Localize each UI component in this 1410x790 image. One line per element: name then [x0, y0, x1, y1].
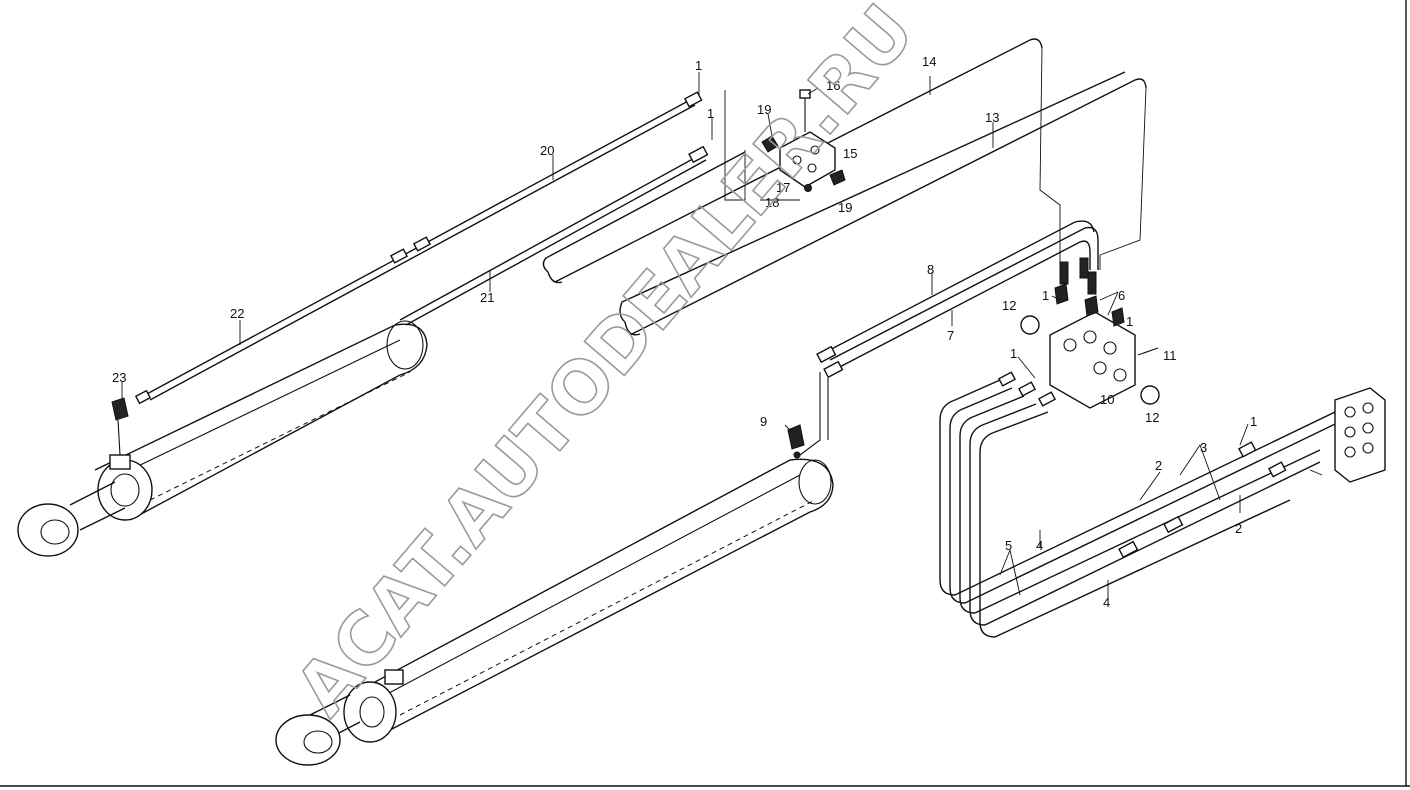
callout-1b: 1	[707, 106, 714, 121]
callout-15: 15	[843, 146, 857, 161]
callout-11: 11	[1163, 348, 1177, 363]
callout-4a: 4	[1036, 538, 1043, 553]
elbow-fitting-23	[111, 397, 129, 456]
pipe-20-22	[134, 91, 703, 405]
callout-6: 6	[1118, 288, 1125, 303]
leader-lines	[121, 72, 1323, 598]
bottom-cylinder	[275, 458, 834, 766]
callout-10: 10	[1100, 392, 1114, 407]
callout-3: 3	[1200, 440, 1207, 455]
callout-21: 21	[480, 290, 494, 305]
control-valve-block	[1334, 387, 1386, 483]
callout-1e: 1	[1010, 346, 1017, 361]
callout-18: 18	[765, 195, 779, 210]
callout-1f: 1	[1250, 414, 1257, 429]
return-loop-lines	[939, 371, 1361, 638]
callout-19b: 19	[838, 200, 852, 215]
callout-14: 14	[922, 54, 936, 69]
callout-2b: 2	[1235, 521, 1242, 536]
callout-13: 13	[985, 110, 999, 125]
callout-12a: 12	[1002, 298, 1016, 313]
callout-20: 20	[540, 143, 554, 158]
callout-1a: 1	[695, 58, 702, 73]
callout-5: 5	[1005, 538, 1012, 553]
elbow-fitting-9	[787, 424, 805, 459]
callout-8: 8	[927, 262, 934, 277]
callout-labels: 1 1 1 1 1 1 2 2 3 4 4 5 6 7 8 9 10 11 12…	[112, 54, 1257, 610]
callout-9: 9	[760, 414, 767, 429]
callout-16: 16	[826, 78, 840, 93]
pipes-7-8	[799, 220, 1099, 456]
callout-7: 7	[947, 328, 954, 343]
callout-2a: 2	[1155, 458, 1162, 473]
callout-19a: 19	[757, 102, 771, 117]
callout-12b: 12	[1145, 410, 1159, 425]
valve-block-10	[1020, 257, 1160, 409]
left-cylinder	[17, 320, 428, 557]
callout-23: 23	[112, 370, 126, 385]
callout-1c: 1	[1042, 288, 1049, 303]
callout-1d: 1	[1126, 314, 1133, 329]
pipe-21	[399, 145, 709, 326]
manifold-block-15	[724, 89, 846, 201]
callout-4b: 4	[1103, 595, 1110, 610]
pipes-13-14	[542, 38, 1147, 336]
callout-17: 17	[776, 180, 790, 195]
callout-22: 22	[230, 306, 244, 321]
